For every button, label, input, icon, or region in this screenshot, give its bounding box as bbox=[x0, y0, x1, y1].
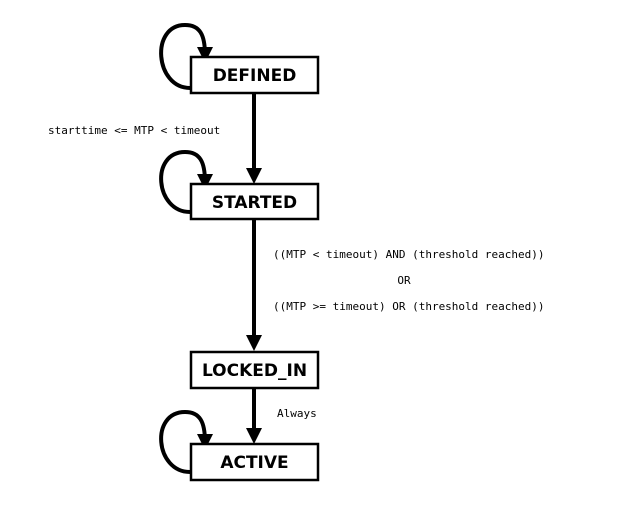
state-locked-in: LOCKED_IN bbox=[189, 350, 320, 390]
state-locked-in-label: LOCKED_IN bbox=[202, 361, 307, 381]
self-loop-started bbox=[159, 149, 213, 214]
self-loop-active bbox=[159, 409, 213, 474]
state-active: ACTIVE bbox=[189, 442, 320, 482]
state-active-label: ACTIVE bbox=[220, 453, 288, 473]
transition-label-started-to-locked-in-or: OR bbox=[397, 274, 411, 287]
transition-label-started-to-locked-in-line1: ((MTP < timeout) AND (threshold reached)… bbox=[273, 248, 545, 261]
self-loop-defined bbox=[159, 22, 213, 90]
state-defined: DEFINED bbox=[189, 55, 320, 95]
transition-label-started-to-locked-in-line2: ((MTP >= timeout) OR (threshold reached)… bbox=[273, 300, 545, 313]
transition-label-defined-to-started: starttime <= MTP < timeout bbox=[48, 124, 220, 137]
state-started-label: STARTED bbox=[212, 193, 297, 213]
state-started: STARTED bbox=[189, 182, 320, 221]
state-defined-label: DEFINED bbox=[213, 66, 297, 86]
transition-label-locked-in-to-active: Always bbox=[277, 407, 317, 420]
